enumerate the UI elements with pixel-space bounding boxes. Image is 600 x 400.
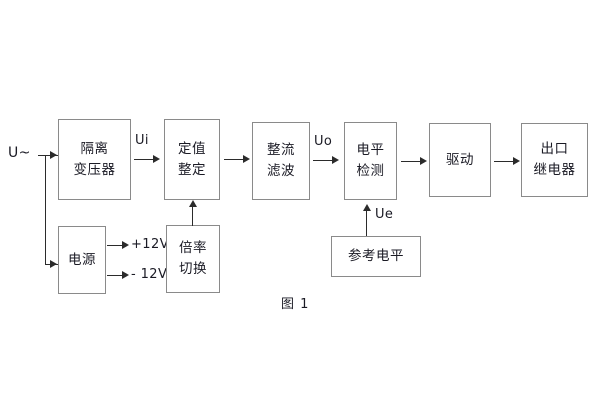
branch-to-transformer-arrow (50, 151, 57, 159)
input-source-label: U~ (8, 145, 31, 161)
figure-caption: 图 1 (281, 297, 310, 312)
reference-to-level-line (366, 207, 368, 236)
rail-negative-label: - 12V (131, 267, 168, 282)
block-power-supply[interactable]: 电源 (58, 226, 106, 294)
input-trunk-line (45, 155, 47, 265)
signal-label-ue: Ue (375, 207, 394, 222)
block-multiplier-switch[interactable]: 倍率 切换 (166, 225, 220, 293)
rail-positive-label: +12V (131, 237, 169, 252)
block-power-supply-line1: 电源 (68, 251, 96, 268)
level-to-driver-line (401, 161, 423, 163)
driver-to-relay-arrow (513, 157, 520, 165)
block-level-detect-line2: 检测 (356, 163, 385, 179)
driver-to-relay-line (494, 161, 516, 163)
block-rectify-filter-line2: 滤波 (267, 163, 295, 179)
transformer-to-setpoint-arrow (153, 155, 160, 163)
rail-positive-line (107, 245, 125, 247)
block-reference-level[interactable]: 参考电平 (331, 236, 421, 277)
block-output-relay[interactable]: 出口 继电器 (521, 123, 588, 197)
signal-label-uo: Uo (314, 134, 333, 149)
multiplier-to-setpoint-line (192, 203, 194, 226)
level-to-driver-arrow (420, 157, 427, 165)
block-multiplier-switch-line2: 切换 (179, 261, 207, 277)
transformer-to-setpoint-line (134, 159, 156, 161)
setpoint-to-rectify-arrow (243, 155, 250, 163)
block-isolation-transformer[interactable]: 隔离 变压器 (58, 119, 131, 200)
rail-negative-line (107, 275, 125, 277)
reference-to-level-arrow (363, 204, 371, 211)
block-multiplier-switch-line1: 倍率 (179, 240, 207, 257)
multiplier-to-setpoint-arrow (189, 200, 197, 207)
block-driver-line1: 驱动 (446, 151, 474, 168)
block-level-detect-line1: 电平 (356, 142, 385, 159)
block-rectify-filter[interactable]: 整流 滤波 (252, 122, 310, 200)
block-isolation-transformer-line2: 变压器 (73, 161, 116, 178)
block-setpoint-adjust[interactable]: 定值 整定 (164, 119, 220, 200)
block-reference-level-line1: 参考电平 (348, 248, 404, 265)
block-output-relay-line1: 出口 (540, 141, 569, 158)
block-setpoint-adjust-line1: 定值 (178, 140, 206, 157)
block-output-relay-line2: 继电器 (533, 162, 576, 178)
block-isolation-transformer-line1: 隔离 (80, 140, 109, 157)
rail-negative-arrow (122, 271, 129, 279)
branch-to-power-arrow (50, 260, 57, 268)
rectify-to-level-line (313, 160, 335, 162)
rectify-to-level-arrow (332, 156, 339, 164)
rail-positive-arrow (122, 241, 129, 249)
block-level-detect[interactable]: 电平 检测 (344, 122, 397, 200)
block-setpoint-adjust-line2: 整定 (178, 161, 206, 178)
signal-label-ui: Ui (135, 133, 149, 148)
block-rectify-filter-line1: 整流 (267, 142, 295, 159)
block-driver[interactable]: 驱动 (429, 123, 491, 197)
setpoint-to-rectify-line (224, 159, 246, 161)
